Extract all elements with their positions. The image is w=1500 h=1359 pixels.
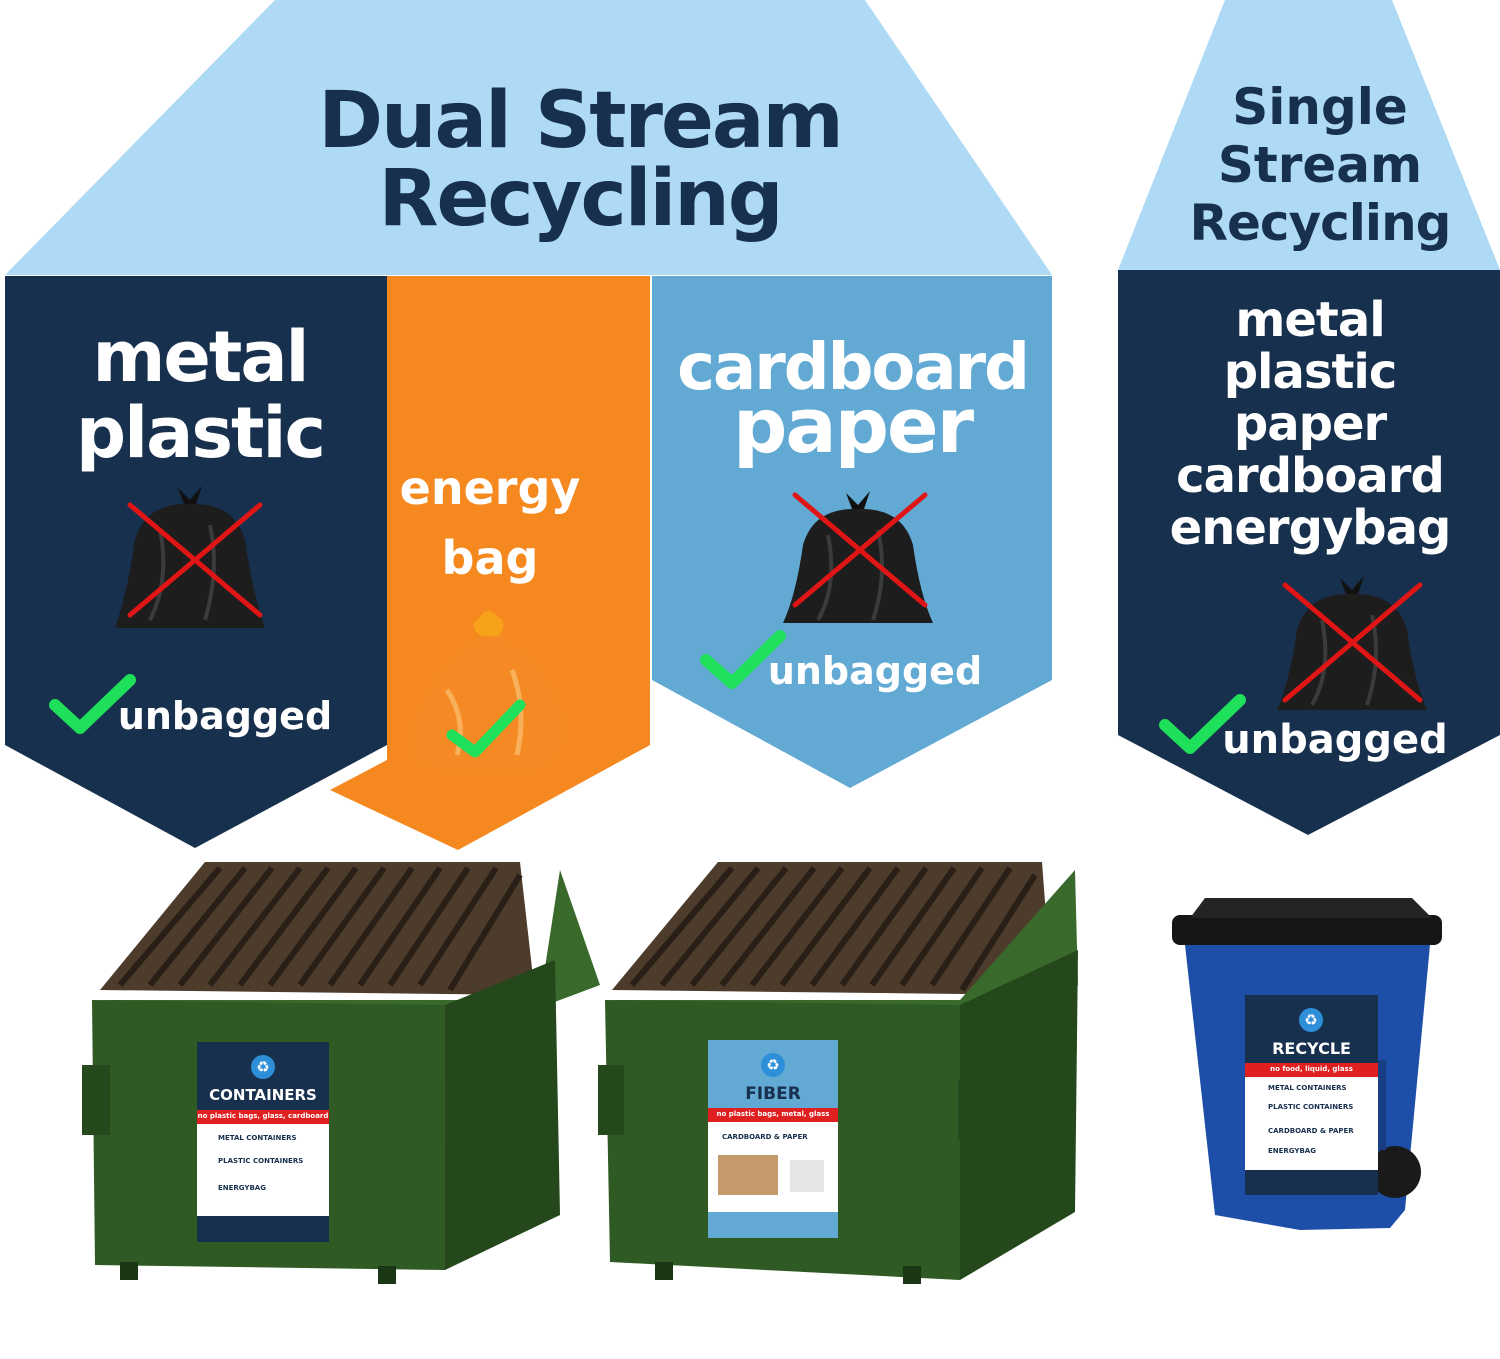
dual-stream-title-line1: Dual Stream — [318, 76, 844, 166]
red-x-icon — [792, 492, 928, 608]
recycle-icon: ♻ — [766, 1056, 779, 1074]
recycle-sign-title: RECYCLE — [1272, 1039, 1351, 1058]
metal-plastic-status: unbagged — [117, 694, 333, 738]
cardboard-paper-status: unbagged — [767, 649, 983, 693]
orange-bag-icon — [409, 610, 565, 774]
single-item-energybag: energybag — [1169, 500, 1452, 556]
single-item-plastic: plastic — [1223, 344, 1398, 400]
containers-sign-row: METAL CONTAINERS — [218, 1134, 297, 1142]
fiber-sign-title: FIBER — [745, 1084, 801, 1104]
cardboard-paper-line1: cardboard — [677, 331, 1030, 405]
dual-stream-title-line2: Recycling — [378, 154, 783, 244]
single-stream-title-line3: Recycling — [1189, 194, 1452, 252]
check-icon — [700, 630, 786, 689]
recycle-sign-row: METAL CONTAINERS — [1268, 1084, 1347, 1092]
single-stream-title-line1: Single — [1232, 78, 1408, 136]
recycle-icon: ♻ — [1304, 1011, 1317, 1029]
containers-sign: ♻ — [197, 1042, 329, 1242]
metal-plastic-line2: plastic — [76, 392, 326, 474]
check-icon — [1159, 694, 1246, 754]
single-stream-status: unbagged — [1222, 717, 1448, 763]
energy-bag-panel — [330, 276, 650, 850]
check-icon — [446, 699, 526, 758]
containers-sign-row: PLASTIC CONTAINERS — [218, 1157, 304, 1165]
recycle-icon: ♻ — [256, 1058, 269, 1076]
single-item-paper: paper — [1233, 396, 1387, 452]
check-icon — [49, 674, 136, 734]
containers-dumpster — [82, 862, 600, 1284]
recycle-sign-row: ENERGYBAG — [1268, 1147, 1316, 1155]
metal-plastic-line1: metal — [92, 316, 309, 398]
energy-bag-line2: bag — [441, 531, 539, 585]
single-item-cardboard: cardboard — [1176, 448, 1445, 504]
containers-sign-banner: no plastic bags, glass, cardboard — [197, 1112, 329, 1120]
fiber-sign-row: CARDBOARD & PAPER — [722, 1133, 808, 1141]
trash-bag-icon — [783, 491, 933, 623]
single-stream-header-bg — [1118, 0, 1500, 270]
cardboard-paper-line2: paper — [732, 381, 974, 470]
recycle-sign-row: CARDBOARD & PAPER — [1268, 1127, 1354, 1135]
containers-sign-title: CONTAINERS — [209, 1086, 317, 1104]
recycle-sign-row: PLASTIC CONTAINERS — [1268, 1103, 1354, 1111]
energy-bag-line1: energy — [399, 461, 581, 515]
single-item-metal: metal — [1235, 292, 1385, 348]
red-x-icon — [1282, 582, 1423, 703]
red-x-icon — [127, 502, 263, 618]
fiber-sign: ♻ — [708, 1040, 838, 1238]
recycle-sign: ♻ — [1245, 995, 1378, 1195]
containers-sign-row: ENERGYBAG — [218, 1184, 266, 1192]
dual-stream-header-bg — [5, 0, 1052, 275]
fiber-sign-banner: no plastic bags, metal, glass — [716, 1110, 830, 1118]
single-stream-title-line2: Stream — [1217, 136, 1423, 194]
recycle-sign-banner: no food, liquid, glass — [1270, 1065, 1353, 1073]
